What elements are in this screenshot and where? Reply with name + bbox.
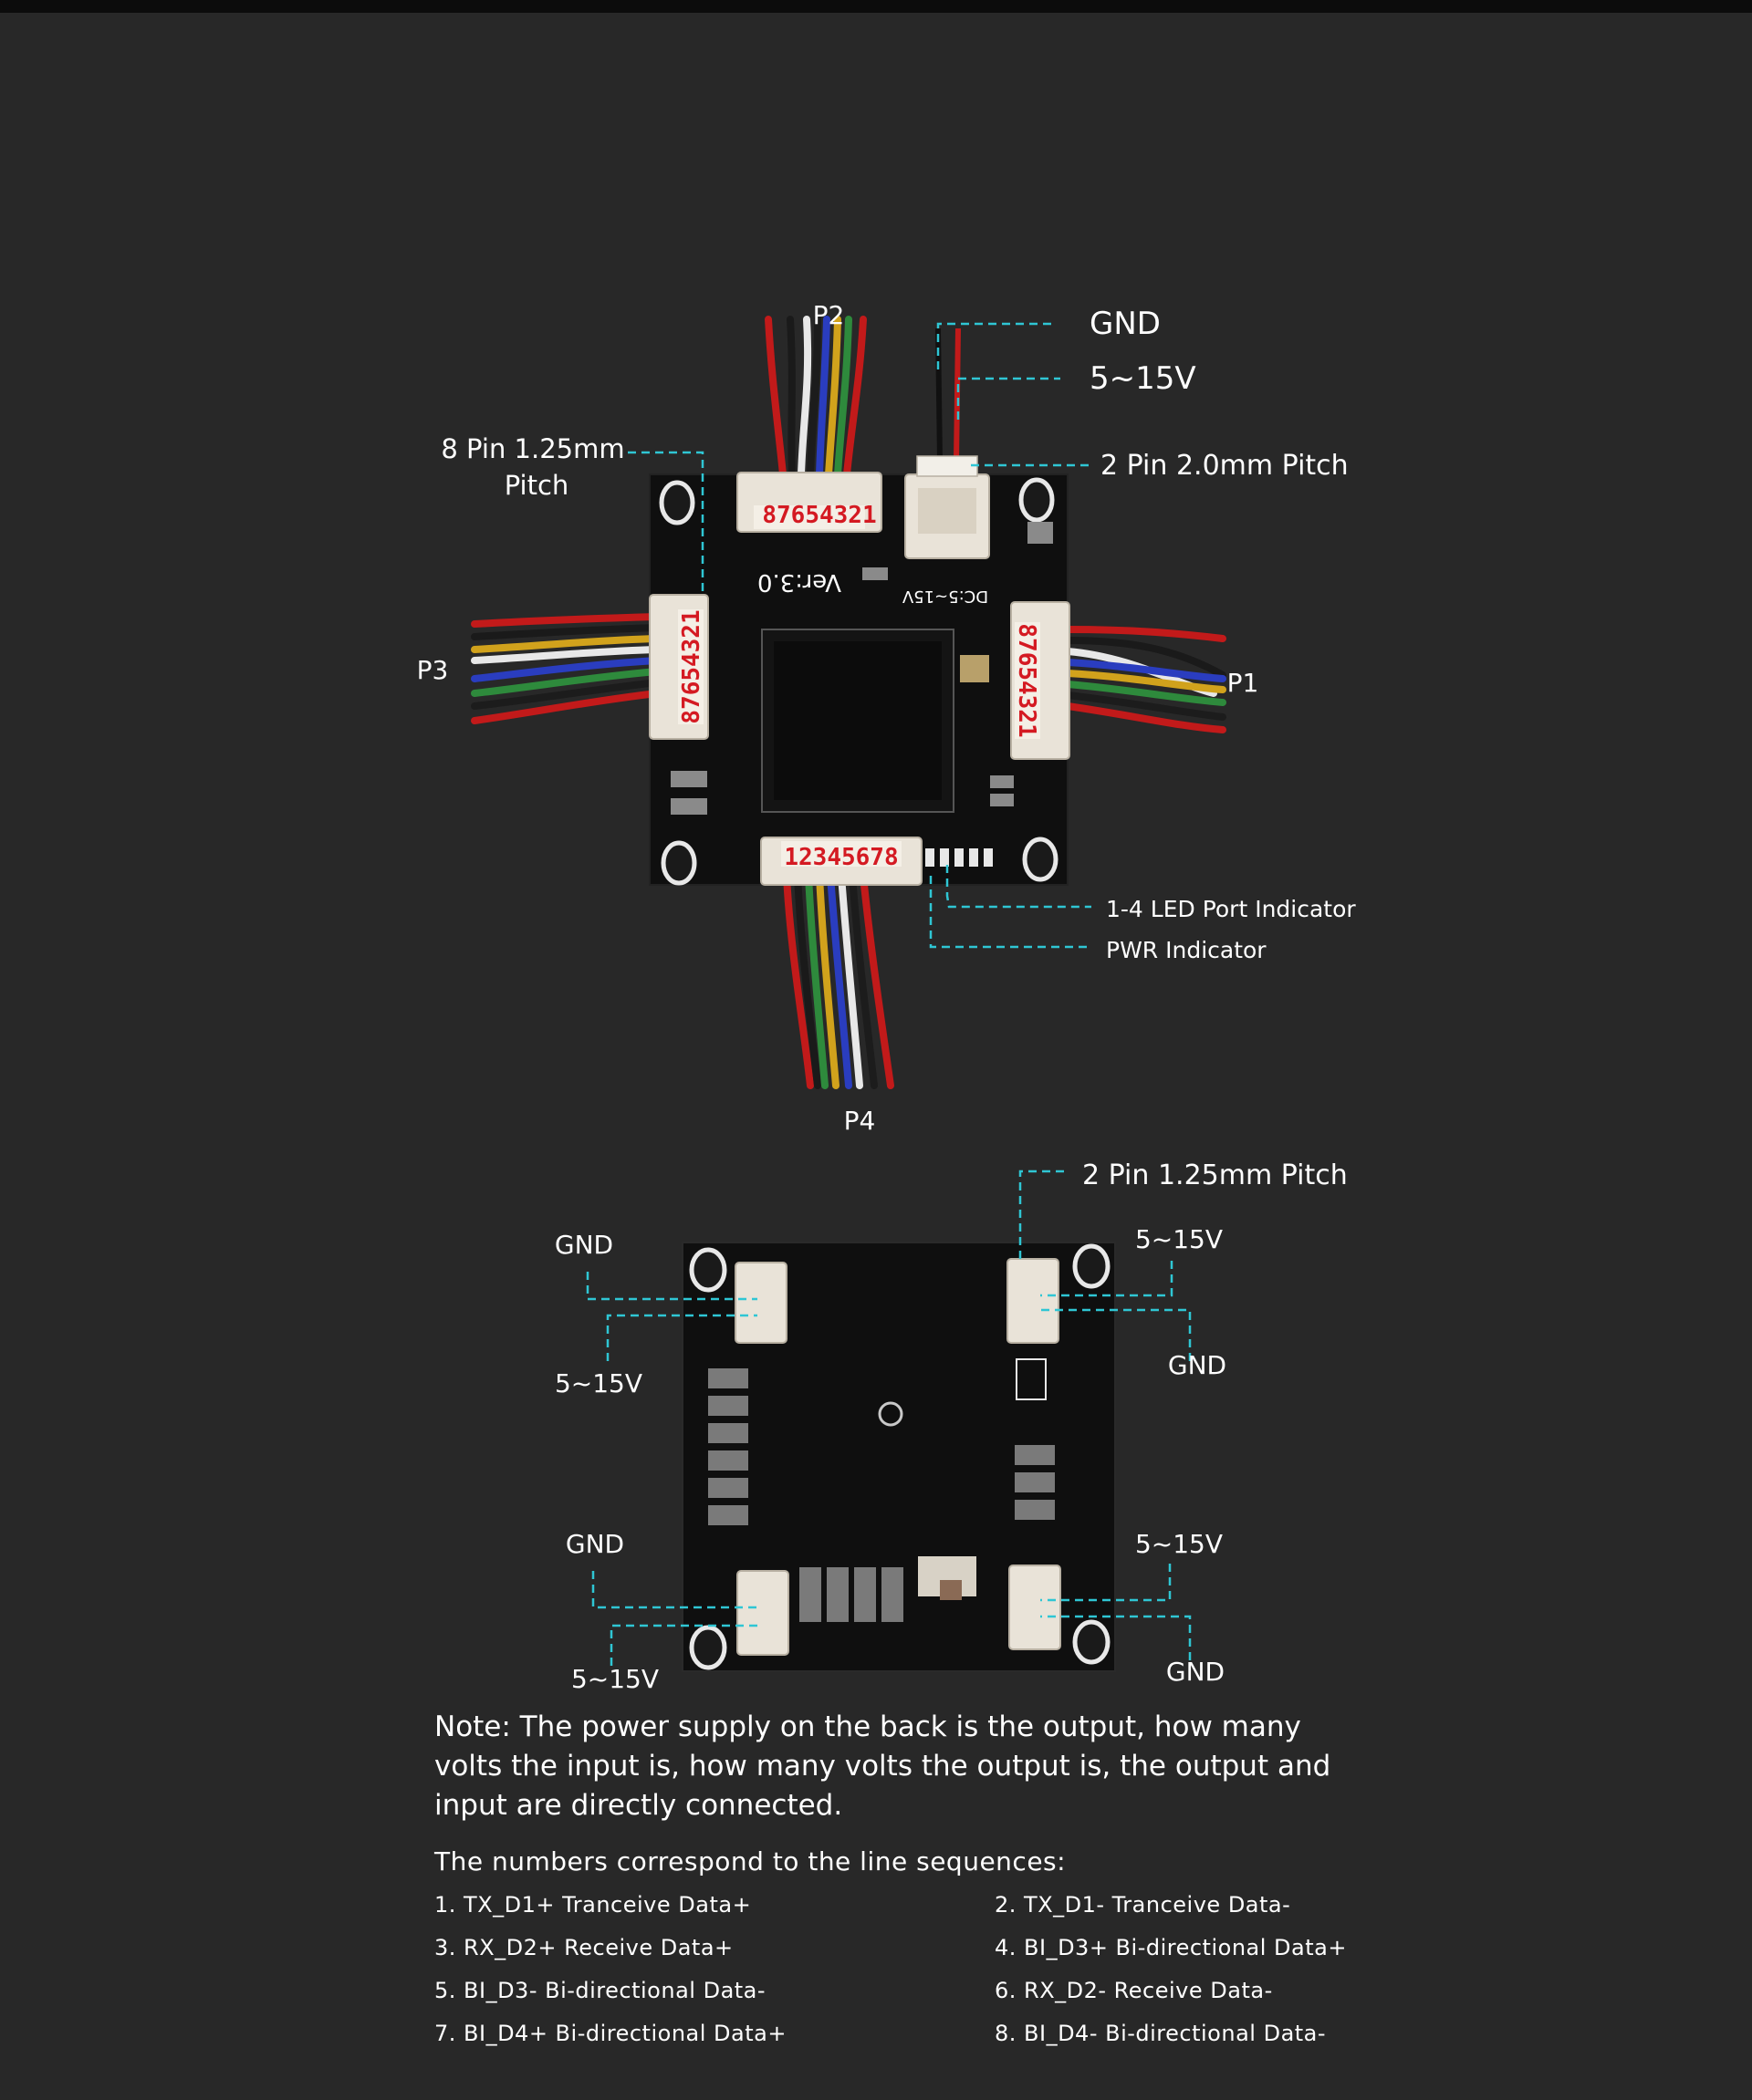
label-back-bl-voltage: 5~15V [571,1664,659,1694]
sequence-item: 7. BI_D4+ Bi-directional Data+ [434,2021,787,2046]
label-p2: P2 [813,300,845,330]
silk-version: Ver:3.0 [757,568,841,596]
label-power-voltage: 5~15V [1090,360,1196,397]
label-back-tr-voltage: 5~15V [1135,1224,1223,1254]
label-led-port-indicator: 1-4 LED Port Indicator [1106,896,1356,922]
p4-cable [783,872,894,1089]
label-back-tl-gnd: GND [555,1230,613,1260]
sequence-item: 4. BI_D3+ Bi-directional Data+ [995,1935,1347,1960]
connector-right: 87654321 [1010,601,1070,760]
label-2pin-1-25mm-pitch: 2 Pin 1.25mm Pitch [1082,1159,1348,1191]
connector-bottom-pin-label: 12345678 [784,844,898,871]
label-power-gnd: GND [1090,306,1161,342]
p2-cable [765,316,867,478]
smd-pads [671,522,1053,815]
label-back-tl-voltage: 5~15V [555,1368,642,1398]
label-back-br-voltage: 5~15V [1135,1529,1223,1559]
sequence-title: The numbers correspond to the line seque… [434,1846,1067,1876]
label-back-bl-gnd: GND [566,1529,624,1559]
label-p3: P3 [417,655,449,685]
front-board-illustration: 87654321 87654321 87654321 12345678 Ver:… [471,316,1226,1089]
connector-left-pin-label: 87654321 [678,609,705,723]
front-callout-lines [628,322,1091,949]
sequence-list: 1. TX_D1+ Tranceive Data+ 2. TX_D1- Tran… [434,1892,1402,2046]
silk-dc-range: DC:5~15V [902,587,988,606]
label-2pin-2mm-pitch: 2 Pin 2.0mm Pitch [1100,450,1349,482]
sequence-item: 1. TX_D1+ Tranceive Data+ [434,1892,752,1918]
connector-top-pin-label: 87654321 [762,502,876,529]
p3-cable [471,613,661,724]
sequence-item: 3. RX_D2+ Receive Data+ [434,1935,734,1960]
power-cable [935,327,961,462]
p1-cable [1064,626,1226,733]
connector-bottom: 12345678 [760,837,923,886]
power-note: Note: The power supply on the back is th… [434,1710,1331,1822]
label-8pin-pitch-line2: Pitch [505,470,569,501]
connector-left: 87654321 [649,594,709,740]
led-indicators [925,848,993,867]
sequence-item: 6. RX_D2- Receive Data- [995,1978,1273,2003]
top-bar [0,0,1752,13]
sequence-item: 8. BI_D4- Bi-directional Data- [995,2021,1327,2046]
label-8pin-pitch-line1: 8 Pin 1.25mm [441,433,624,464]
sequence-item: 5. BI_D3- Bi-directional Data- [434,1978,766,2003]
connector-power [904,455,990,559]
connector-top: 87654321 [736,472,882,533]
mounting-holes [659,477,1058,886]
back-board-illustration [682,1242,1116,1672]
sequence-item: 2. TX_D1- Tranceive Data- [995,1892,1291,1918]
label-p1: P1 [1227,668,1259,698]
label-pwr-indicator: PWR Indicator [1106,937,1267,963]
label-back-br-gnd: GND [1166,1657,1225,1687]
back-callout-lines [586,1170,1192,1666]
connector-right-pin-label: 87654321 [1013,623,1040,737]
label-back-tr-gnd: GND [1168,1350,1226,1380]
label-p4: P4 [844,1106,876,1136]
